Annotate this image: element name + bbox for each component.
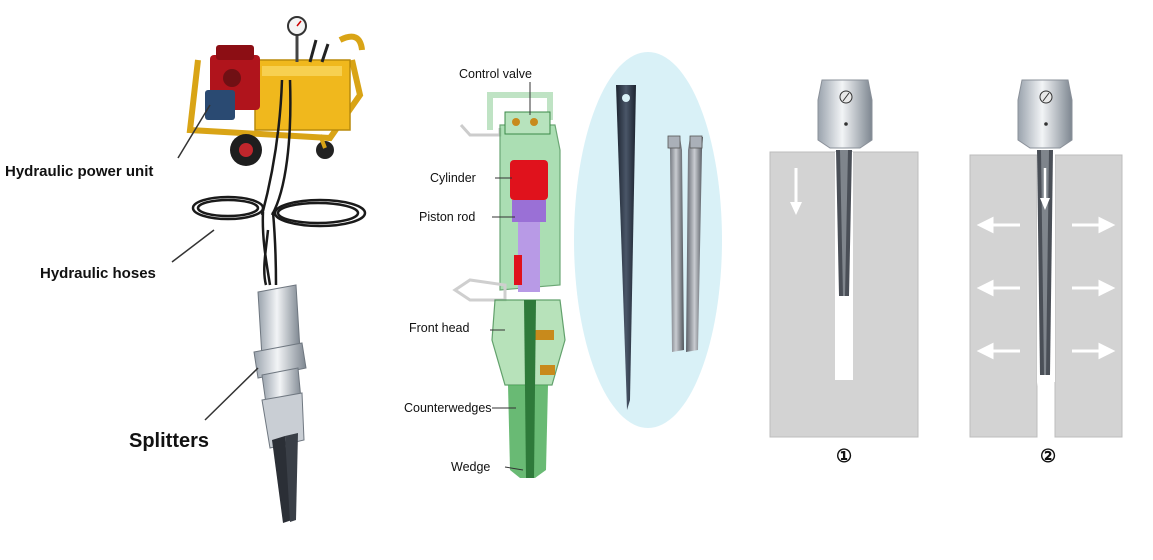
label-hydraulic-hoses: Hydraulic hoses (40, 265, 156, 282)
wedge-parts-ellipse (574, 52, 722, 428)
leader-splitters (204, 367, 259, 421)
hydraulic-hoses (191, 79, 367, 286)
step-2-panel (969, 79, 1123, 438)
splitter-cutaway-diagram (452, 92, 566, 478)
label-front-head: Front head (409, 321, 470, 335)
step-1-number: ① (836, 446, 853, 466)
label-counterwedges: Counterwedges (404, 401, 492, 415)
hydraulic-power-unit (186, 16, 365, 166)
label-piston-rod: Piston rod (419, 210, 476, 224)
label-wedge: Wedge (451, 460, 491, 474)
leader-power-unit (177, 104, 211, 159)
label-splitters: Splitters (129, 430, 210, 452)
step-2-number: ② (1040, 446, 1057, 466)
cutaway-leaders (490, 82, 531, 471)
step-1-panel (769, 79, 919, 438)
label-control-valve: Control valve (459, 67, 532, 81)
label-hydraulic-power-unit: Hydraulic power unit (5, 163, 154, 180)
splitter-tool (253, 284, 307, 523)
leader-hoses (171, 229, 215, 263)
label-cylinder: Cylinder (430, 171, 476, 185)
